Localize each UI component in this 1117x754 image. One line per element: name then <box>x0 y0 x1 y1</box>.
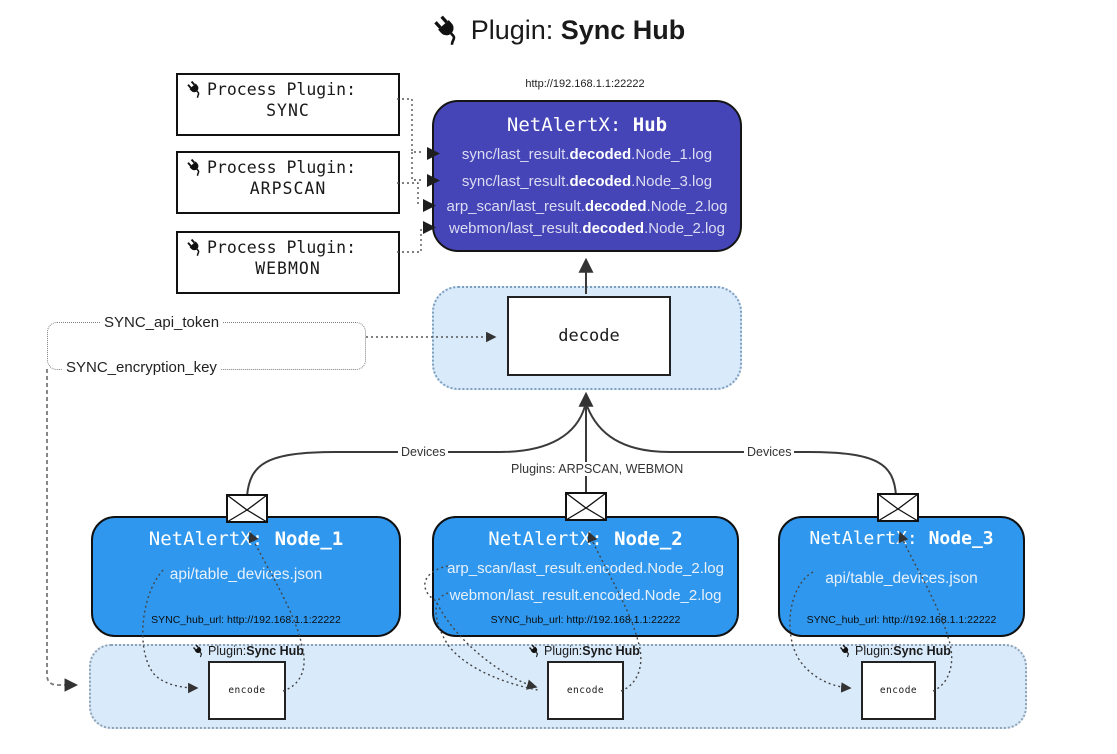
hub-log-post: .Node_2.log <box>646 198 728 215</box>
edge-sync-to-hubline2 <box>411 152 421 181</box>
hub-log-pre: sync/last_result. <box>461 173 570 190</box>
encoder-label-name: Sync Hub <box>246 644 304 658</box>
process-plugin-arpscan: Process Plugin: ARPSCAN <box>176 151 400 214</box>
node-title-name: Node_1 <box>274 528 344 550</box>
process-plugin-label: Process Plugin: <box>207 158 357 177</box>
node-file-line: arp_scan/last_result.encoded.Node_2.log <box>447 560 724 577</box>
page-title-name: Sync Hub <box>560 15 686 45</box>
hub-log-post: .Node_2.log <box>644 220 725 237</box>
node-2-box: NetAlertX: Node_2 arp_scan/last_result.e… <box>432 516 739 637</box>
node-title-prefix: NetAlertX: <box>809 528 929 549</box>
node-3-box: NetAlertX: Node_3 api/table_devices.json… <box>778 516 1025 637</box>
hub-log-line: sync/last_result.decoded.Node_3.log <box>434 173 740 190</box>
page-title-text: Plugin: Sync Hub <box>471 15 686 46</box>
node-file-line: api/table_devices.json <box>169 566 323 583</box>
encoder-1-label: Plugin: Sync Hub <box>192 644 304 658</box>
node-file-line: webmon/last_result.encoded.Node_2.log <box>449 587 722 604</box>
envelope-icon <box>877 493 919 522</box>
plug-icon <box>528 644 542 658</box>
page-title: Plugin: Sync Hub <box>0 14 1117 47</box>
hub-log-post: .Node_3.log <box>631 173 713 190</box>
hub-box: NetAlertX: Hub sync/last_result.decoded.… <box>432 100 742 252</box>
hub-log-bold: decoded <box>582 220 645 237</box>
plug-icon <box>432 14 465 47</box>
encoder-label-prefix: Plugin: <box>544 644 583 658</box>
sync-api-token-label: SYNC_api_token <box>100 314 224 331</box>
encoder-label-name: Sync Hub <box>893 644 951 658</box>
process-plugin-webmon-row: Process Plugin: <box>178 233 398 257</box>
encoder-label-prefix: Plugin: <box>855 644 894 658</box>
sync-encryption-key-label: SYNC_encryption_key <box>62 359 221 376</box>
process-plugin-arpscan-row: Process Plugin: <box>178 153 398 177</box>
envelope-icon <box>565 492 607 521</box>
process-plugin-sync-row: Process Plugin: <box>178 75 398 99</box>
hub-log-pre: arp_scan/last_result. <box>446 198 585 215</box>
edge-arpscan-to-hubline3 <box>397 182 420 206</box>
process-plugin-sync: Process Plugin: SYNC <box>176 73 400 136</box>
encoder-label-prefix: Plugin: <box>208 644 247 658</box>
hub-log-post: .Node_1.log <box>631 146 713 163</box>
hub-log-pre: sync/last_result. <box>461 146 570 163</box>
node-title-name: Node_2 <box>614 528 683 550</box>
hub-title-prefix: NetAlertX: <box>506 114 633 136</box>
encode-1-box: encode <box>208 661 286 720</box>
hub-log-bold: decoded <box>569 173 632 190</box>
edge-label-devices-left: Devices <box>398 445 449 459</box>
plug-icon <box>839 644 853 658</box>
node-title: NetAlertX: Node_3 <box>780 528 1023 549</box>
process-plugin-name: WEBMON <box>255 259 321 278</box>
edge-node3-devices <box>586 405 897 497</box>
plug-icon <box>186 158 205 177</box>
node-title-prefix: NetAlertX: <box>148 528 275 550</box>
process-plugin-label: Process Plugin: <box>207 80 357 99</box>
encoder-label-name: Sync Hub <box>582 644 640 658</box>
hub-title-name: Hub <box>632 114 668 136</box>
decode-box: decode <box>507 296 671 376</box>
hub-log-line: sync/last_result.decoded.Node_1.log <box>434 146 740 163</box>
hub-log-line: webmon/last_result.decoded.Node_2.log <box>434 220 740 237</box>
node-file-line: api/table_devices.json <box>825 570 978 587</box>
process-plugin-webmon: Process Plugin: WEBMON <box>176 231 400 294</box>
node-title-prefix: NetAlertX: <box>488 528 615 550</box>
process-plugin-name: SYNC <box>266 101 310 120</box>
encode-2-box: encode <box>547 661 624 720</box>
hub-log-pre: webmon/last_result. <box>449 220 583 237</box>
encode-3-box: encode <box>861 661 936 720</box>
node-hub-url: SYNC_hub_url: http://192.168.1.1:22222 <box>806 614 997 626</box>
envelope-icon <box>226 494 268 523</box>
node-title: NetAlertX: Node_1 <box>93 528 399 550</box>
edge-webmon-to-hubline4 <box>397 226 422 253</box>
node-title-name: Node_3 <box>928 528 994 549</box>
node-1-box: NetAlertX: Node_1 api/table_devices.json… <box>91 516 401 637</box>
edge-sync-to-hubline1 <box>397 98 421 153</box>
edge-label-plugins-mid: Plugins: ARPSCAN, WEBMON <box>508 462 687 476</box>
hub-log-line: arp_scan/last_result.decoded.Node_2.log <box>434 198 740 215</box>
encoder-2-label: Plugin: Sync Hub <box>528 644 640 658</box>
encoder-3-label: Plugin: Sync Hub <box>839 644 951 658</box>
plug-icon <box>192 644 206 658</box>
process-plugin-name: ARPSCAN <box>249 179 327 198</box>
hub-title: NetAlertX: Hub <box>434 114 740 136</box>
node-hub-url: SYNC_hub_url: http://192.168.1.1:22222 <box>490 614 681 626</box>
node-hub-url: SYNC_hub_url: http://192.168.1.1:22222 <box>151 614 341 626</box>
page-title-prefix: Plugin: <box>470 15 561 45</box>
edge-label-devices-right: Devices <box>744 445 795 459</box>
hub-log-bold: decoded <box>569 146 632 163</box>
hub-log-bold: decoded <box>584 198 647 215</box>
plug-icon <box>186 80 205 99</box>
process-plugin-label: Process Plugin: <box>207 238 357 257</box>
edge-key-to-band <box>46 369 79 692</box>
node-title: NetAlertX: Node_2 <box>434 528 737 550</box>
plug-icon <box>186 238 205 257</box>
hub-url-label: http://192.168.1.1:22222 <box>525 78 645 90</box>
